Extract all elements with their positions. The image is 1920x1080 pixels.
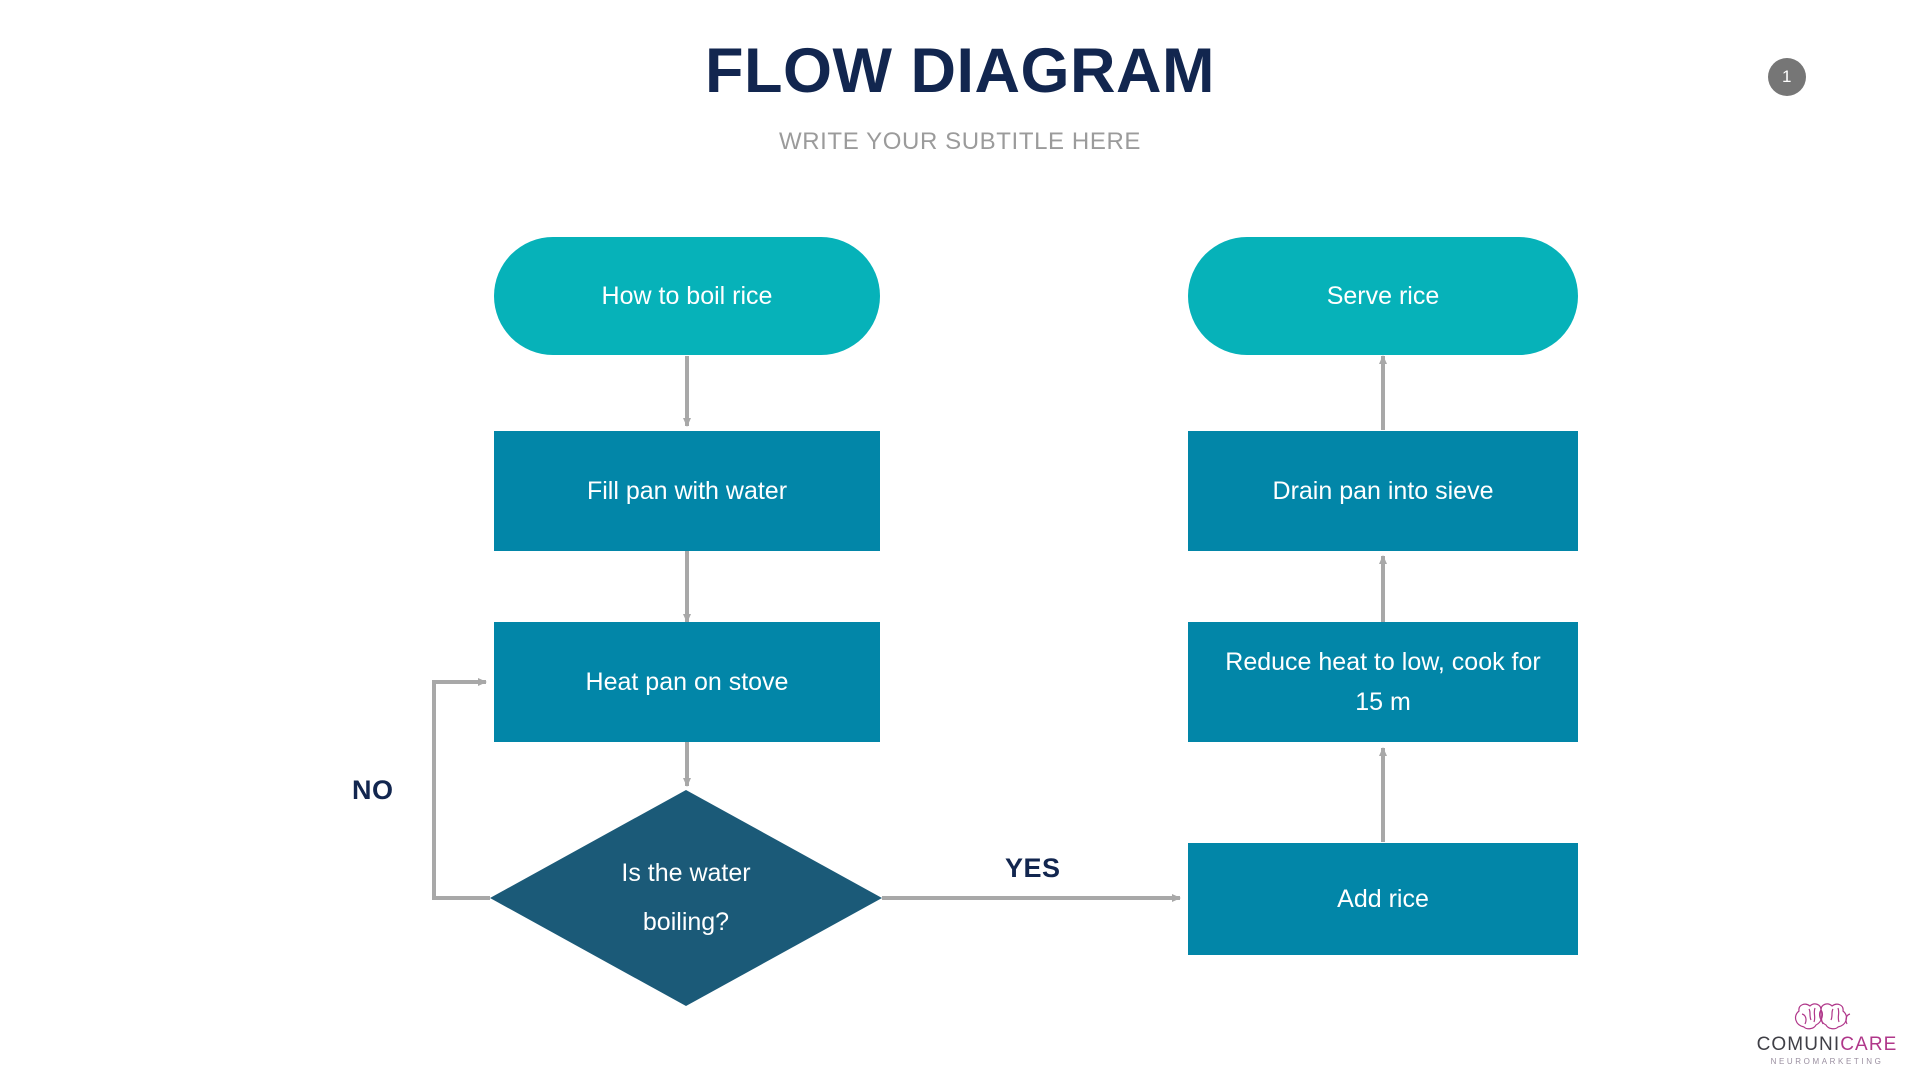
node-start-label: How to boil rice [601,282,773,310]
edge-decision-no-to-heat-pan [432,678,490,900]
brand-logo: COMUNICARE NEUROMARKETING [1752,1000,1902,1072]
logo-wordmark: COMUNICARE [1757,1035,1898,1054]
node-reduce-heat-label-line1: Reduce heat to low, cook for [1225,648,1541,676]
node-decision[interactable]: Is the water boiling? [490,790,882,1006]
node-fill-pan[interactable]: Fill pan with water [494,431,880,551]
node-heat-pan[interactable]: Heat pan on stove [494,622,880,742]
node-serve-rice[interactable]: Serve rice [1188,237,1578,355]
branch-label-yes: YES [1005,853,1061,883]
logo-wordmark-part2: CARE [1840,1034,1898,1055]
page-number-text: 1 [1782,67,1792,86]
node-reduce-heat-label-line2: 15 m [1355,688,1411,716]
node-add-rice-label: Add rice [1337,885,1429,913]
node-drain-pan[interactable]: Drain pan into sieve [1188,431,1578,551]
node-heat-pan-label: Heat pan on stove [585,668,789,696]
node-start[interactable]: How to boil rice [494,237,880,355]
logo-wordmark-part1: COMUNI [1756,1034,1841,1055]
node-serve-rice-label: Serve rice [1326,282,1440,310]
decision-diamond-shape [490,790,882,1006]
node-add-rice[interactable]: Add rice [1188,843,1578,955]
node-fill-pan-label: Fill pan with water [586,477,788,505]
node-reduce-heat[interactable]: Reduce heat to low, cook for 15 m [1188,622,1578,742]
branch-label-no: NO [352,775,394,805]
node-drain-pan-label: Drain pan into sieve [1272,477,1494,505]
page-title: FLOW DIAGRAM [705,36,1215,106]
page-number-badge: 1 [1768,58,1806,96]
logo-tagline: NEUROMARKETING [1770,1057,1884,1066]
page-subtitle: WRITE YOUR SUBTITLE HERE [778,128,1141,155]
brain-icon [1794,1003,1851,1030]
